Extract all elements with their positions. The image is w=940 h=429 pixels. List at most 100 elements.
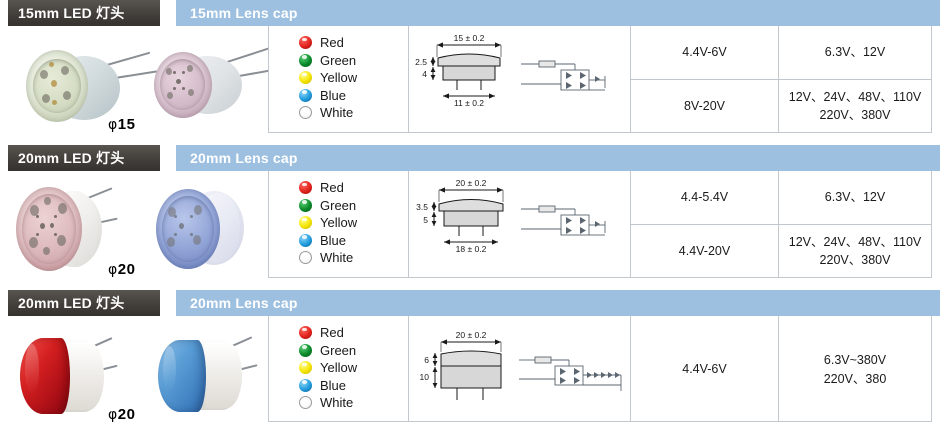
voltage-dc-column: 4.4-5.4V 4.4V-20V xyxy=(631,171,779,277)
diameter-value: 20 xyxy=(117,406,136,423)
color-item: Red xyxy=(299,179,357,197)
green-bead-icon xyxy=(299,198,312,212)
product-photos: φ20 xyxy=(0,316,268,429)
color-legend: Red Green Yellow Blue xyxy=(299,179,357,267)
green-bead-icon xyxy=(299,53,312,67)
blue-bead-icon xyxy=(299,378,312,392)
color-label: White xyxy=(320,250,354,266)
phi-symbol: φ xyxy=(108,117,118,133)
diameter-label: φ15 xyxy=(108,116,135,133)
led-badge: 15mm LED 灯头 xyxy=(8,0,160,26)
white-bead-icon xyxy=(299,251,312,265)
white-bead-icon xyxy=(299,106,312,120)
product-row: 20mm LED 灯头 20mm Lens cap xyxy=(0,145,940,284)
color-legend: Red Green Yellow Blue xyxy=(299,324,357,412)
diameter-label: φ20 xyxy=(108,406,135,423)
product-row: 20mm LED 灯头 20mm Lens cap xyxy=(0,290,940,429)
spec-table: Red Green Yellow Blue xyxy=(268,316,932,422)
lens-cap-header: 20mm Lens cap xyxy=(176,145,940,171)
voltage-dc-value: 4.4-5.4V xyxy=(631,171,778,225)
diameter-value: 15 xyxy=(117,116,136,133)
lens-cap-header: 15mm Lens cap xyxy=(176,0,940,26)
dimension-drawing-column: 20 ± 0.2 6 10 xyxy=(409,316,631,421)
color-label: Green xyxy=(320,342,357,358)
spec-table: Red Green Yellow Blue xyxy=(268,26,932,133)
color-item: White xyxy=(299,104,357,122)
color-item: Blue xyxy=(299,87,357,105)
diameter-value: 20 xyxy=(117,261,136,278)
product-photos: φ20 xyxy=(0,171,268,284)
led-badge: 20mm LED 灯头 xyxy=(8,290,160,316)
led-photo-2 xyxy=(148,40,280,132)
dim-top-width: 15 ± 0.2 xyxy=(454,33,485,43)
lens-cap-header: 20mm Lens cap xyxy=(176,290,940,316)
dimension-drawing-column: 20 ± 0.2 18 ± 0.2 3.5 5 xyxy=(409,171,631,277)
color-label: Red xyxy=(320,35,344,51)
led-photo-1 xyxy=(12,328,142,424)
voltage-dc-value: 4.4V-6V xyxy=(631,26,778,80)
color-label: Red xyxy=(320,325,344,341)
dimension-drawing: 20 ± 0.2 6 10 xyxy=(409,316,631,423)
phi-symbol: φ xyxy=(108,262,118,278)
product-row: 15mm LED 灯头 15mm Lens cap xyxy=(0,0,940,139)
led-badge: 20mm LED 灯头 xyxy=(8,145,160,171)
color-item: Green xyxy=(299,52,357,70)
row-header: 15mm LED 灯头 15mm Lens cap xyxy=(0,0,940,26)
voltage-ac-value: 12V、24V、48V、110V 220V、380V xyxy=(788,89,922,122)
color-item: Yellow xyxy=(299,359,357,377)
led-photo-1 xyxy=(18,38,158,130)
voltage-dc-column: 4.4V-6V xyxy=(631,316,779,421)
voltage-ac-column: 6.3V、12V 12V、24V、48V、110V 220V、380V xyxy=(779,26,931,132)
voltage-ac-value: 6.3V、12V xyxy=(779,171,931,225)
voltage-dc-value: 8V-20V xyxy=(683,98,725,113)
spec-table: Red Green Yellow Blue xyxy=(268,171,932,278)
voltage-ac-column: 6.3V~380V 220V、380 xyxy=(779,316,931,421)
white-bead-icon xyxy=(299,396,312,410)
color-label: White xyxy=(320,395,354,411)
led-photo-2 xyxy=(150,330,280,426)
diameter-label: φ20 xyxy=(108,261,135,278)
dim-height-upper: 6 xyxy=(424,355,429,365)
color-item: Green xyxy=(299,197,357,215)
yellow-bead-icon xyxy=(299,361,312,375)
blue-bead-icon xyxy=(299,88,312,102)
color-label: Blue xyxy=(320,377,347,393)
dim-height-upper: 3.5 xyxy=(416,202,428,212)
dim-height-lower: 4 xyxy=(422,69,427,79)
color-item: Red xyxy=(299,324,357,342)
yellow-bead-icon xyxy=(299,71,312,85)
led-photo-2 xyxy=(148,181,278,279)
dim-height-lower: 5 xyxy=(423,215,428,225)
color-label: Yellow xyxy=(320,70,358,86)
voltage-dc-value: 4.4V-6V xyxy=(682,362,727,377)
color-legend: Red Green Yellow Blue xyxy=(299,34,357,122)
color-item: Yellow xyxy=(299,69,357,87)
dim-bottom-width: 18 ± 0.2 xyxy=(456,244,487,254)
row-header: 20mm LED 灯头 20mm Lens cap xyxy=(0,145,940,171)
voltage-dc-column: 4.4V-6V 8V-20V xyxy=(631,26,779,132)
voltage-ac-value: 6.3V~380V 220V、380 xyxy=(823,353,887,386)
color-label: Green xyxy=(320,52,357,68)
dim-bottom-width: 11 ± 0.2 xyxy=(454,98,484,108)
color-item: Blue xyxy=(299,377,357,395)
yellow-bead-icon xyxy=(299,216,312,230)
color-column: Red Green Yellow Blue xyxy=(269,171,409,277)
blue-bead-icon xyxy=(299,233,312,247)
color-label: Yellow xyxy=(320,215,358,231)
dim-top-width: 20 ± 0.2 xyxy=(456,178,487,188)
red-bead-icon xyxy=(299,326,312,340)
voltage-dc-value: 4.4V-20V xyxy=(678,243,731,258)
dimension-drawing: 15 ± 0.2 11 ± 0.2 2.5 4 xyxy=(409,26,631,133)
color-label: White xyxy=(320,105,354,121)
voltage-ac-value: 12V、24V、48V、110V 220V、380V xyxy=(788,234,922,267)
voltage-ac-value: 6.3V、12V xyxy=(779,26,931,80)
color-label: Red xyxy=(320,180,344,196)
color-item: Yellow xyxy=(299,214,357,232)
color-label: Blue xyxy=(320,87,347,103)
color-label: Green xyxy=(320,197,357,213)
phi-symbol: φ xyxy=(108,407,118,423)
green-bead-icon xyxy=(299,343,312,357)
red-bead-icon xyxy=(299,36,312,50)
color-item: White xyxy=(299,394,357,412)
